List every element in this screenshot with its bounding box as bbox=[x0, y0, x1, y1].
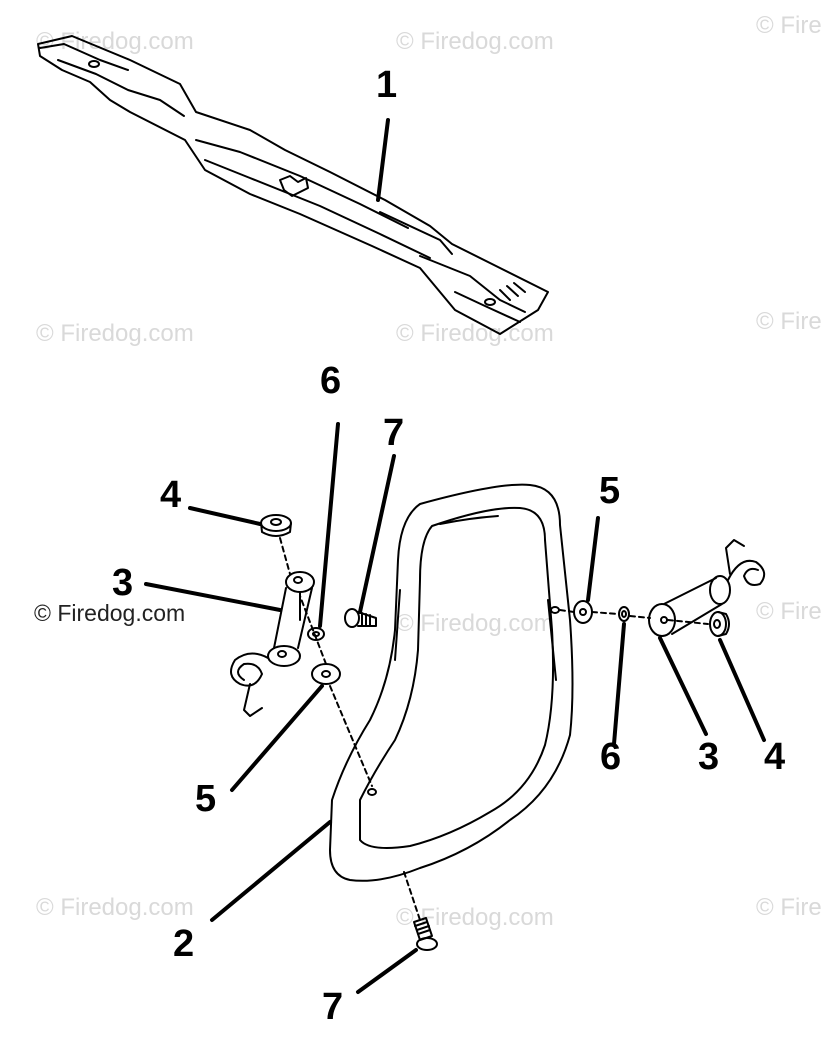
callout-washer-right: 5 bbox=[599, 470, 621, 512]
callout-knob-left: 4 bbox=[160, 474, 182, 516]
bracket-left bbox=[230, 571, 315, 717]
leader-line bbox=[658, 636, 708, 736]
screw-bottom bbox=[413, 917, 438, 951]
callout-lockwasher-right: 6 bbox=[600, 736, 622, 778]
leader-line bbox=[358, 454, 396, 614]
watermark: © Firedog.com bbox=[36, 28, 194, 55]
watermark: © Firedog.com bbox=[36, 894, 194, 921]
leader-line bbox=[667, 619, 709, 625]
watermark-dark: © Firedog.com bbox=[34, 600, 186, 626]
callout-blade: 1 bbox=[376, 64, 398, 106]
watermark: © Firedog.com bbox=[396, 28, 554, 55]
watermark: © Firedog.com bbox=[396, 904, 554, 931]
leader-line bbox=[403, 871, 421, 921]
leader-line bbox=[612, 622, 626, 746]
leader-line bbox=[230, 684, 324, 792]
leader-line bbox=[318, 422, 340, 628]
leader-line bbox=[299, 595, 327, 665]
shield bbox=[329, 483, 574, 882]
watermark: © Fire bbox=[756, 12, 822, 39]
leader-line bbox=[210, 820, 332, 922]
watermark: © Firedog.com bbox=[396, 610, 554, 637]
leader-line bbox=[718, 638, 766, 742]
mower-blade bbox=[37, 35, 549, 335]
leader-line bbox=[629, 615, 651, 619]
knob-right bbox=[709, 611, 730, 637]
leader-line bbox=[329, 685, 373, 787]
leader-line bbox=[586, 516, 600, 602]
lockwasher-right bbox=[618, 606, 630, 622]
bracket-right bbox=[648, 539, 766, 637]
callout-screw-bottom: 7 bbox=[322, 986, 344, 1028]
callout-shield: 2 bbox=[173, 923, 195, 965]
watermark: © Firedog.com bbox=[396, 320, 554, 347]
leader-line bbox=[144, 582, 282, 612]
watermark: © Fire bbox=[756, 894, 822, 921]
callout-washer-left: 5 bbox=[195, 778, 217, 820]
watermark: © Fire bbox=[756, 308, 822, 335]
callout-bracket-right: 3 bbox=[698, 736, 720, 778]
callout-lockwasher-left: 6 bbox=[320, 360, 342, 402]
washer-right bbox=[573, 600, 593, 624]
leader-line bbox=[279, 537, 291, 575]
leader-line bbox=[559, 609, 575, 613]
callout-bracket-left: 3 bbox=[112, 562, 134, 604]
watermark: © Firedog.com bbox=[36, 320, 194, 347]
screw-top bbox=[344, 608, 377, 628]
knob-left bbox=[260, 514, 292, 537]
washer-left bbox=[311, 663, 341, 685]
callout-knob-right: 4 bbox=[764, 736, 786, 778]
watermark: © Fire bbox=[756, 598, 822, 625]
callout-screw-top: 7 bbox=[383, 412, 405, 454]
leader-line bbox=[356, 948, 418, 994]
leader-line bbox=[591, 611, 619, 615]
leader-line bbox=[188, 506, 262, 526]
leader-line bbox=[376, 118, 390, 202]
